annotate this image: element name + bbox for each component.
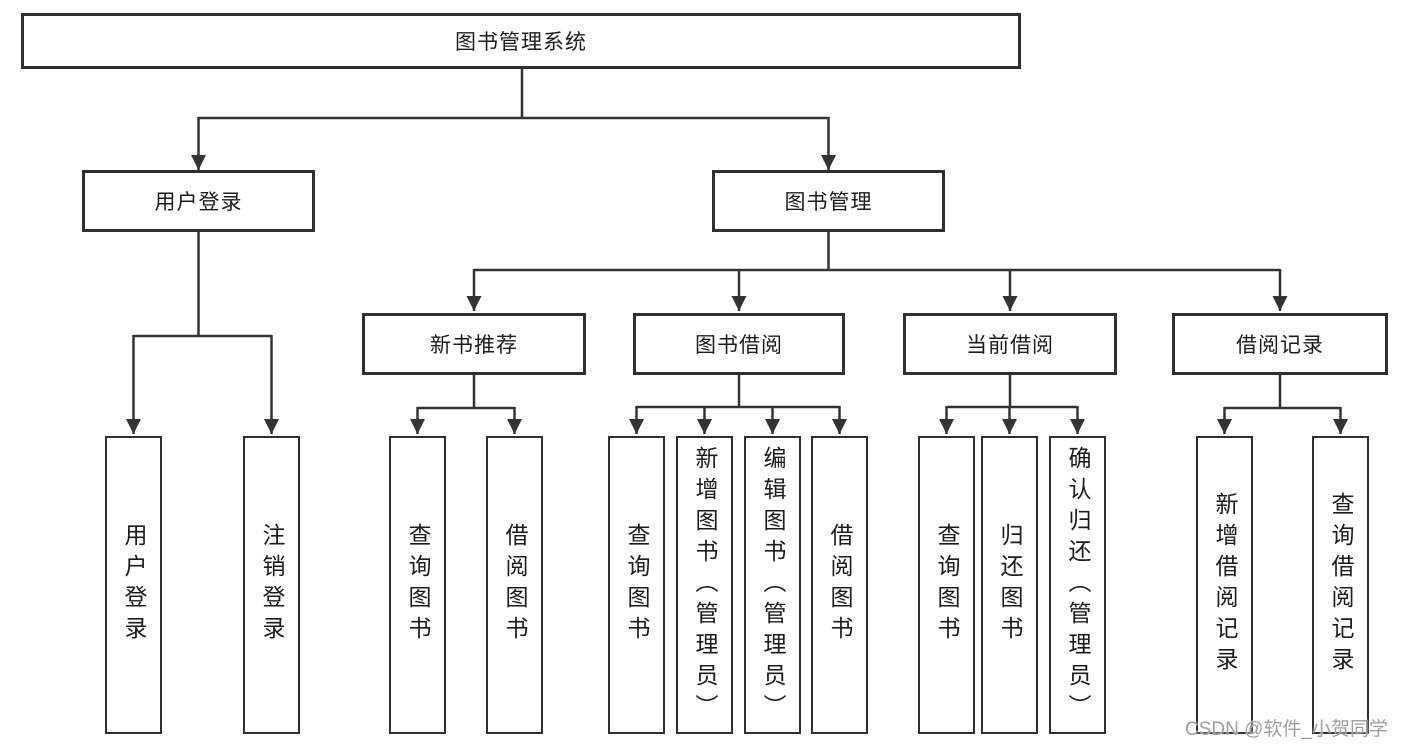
node-label: 归还图书	[997, 523, 1023, 647]
node-label: 借阅图书	[502, 523, 528, 647]
node-user-login: 用户登录	[82, 170, 315, 232]
node-label: 借阅记录	[1236, 334, 1324, 357]
node-query-borrow-record: 查询借阅记录	[1312, 436, 1369, 734]
csdn-watermark: CSDN @软件_小贺同学	[1185, 719, 1388, 740]
node-edit-book-admin: 编辑图书（管理员）	[744, 436, 801, 734]
node-borrow-book-1: 借阅图书	[486, 436, 543, 734]
node-new-book-recommend: 新书推荐	[362, 313, 586, 375]
node-query-book-2: 查询图书	[608, 436, 665, 734]
branch-book-borrowing	[636, 375, 840, 409]
node-label: 注销登录	[259, 523, 285, 647]
node-confirm-return-admin: 确认归还（管理员）	[1049, 436, 1106, 734]
node-book-management: 图书管理	[712, 170, 945, 232]
node-label: 借阅图书	[827, 523, 853, 647]
node-label: 新增图书（管理员）	[692, 445, 718, 725]
node-borrow-book-2: 借阅图书	[811, 436, 868, 734]
node-label: 确认归还（管理员）	[1065, 445, 1091, 725]
node-label: 新增借阅记录	[1212, 492, 1238, 678]
node-label: 图书管理	[784, 191, 873, 214]
node-query-book-1: 查询图书	[389, 436, 446, 734]
node-borrow-records: 借阅记录	[1172, 313, 1388, 375]
node-query-book-3: 查询图书	[918, 436, 975, 734]
node-label: 图书管理系统	[455, 31, 587, 54]
node-add-borrow-record: 新增借阅记录	[1196, 436, 1253, 734]
node-library-management-system: 图书管理系统	[21, 13, 1021, 69]
node-add-book-admin: 新增图书（管理员）	[676, 436, 733, 734]
node-label: 图书借阅	[695, 334, 783, 357]
node-label: 查询借阅记录	[1328, 492, 1354, 678]
branch-borrow-records	[1224, 375, 1341, 410]
node-label: 查询图书	[934, 523, 960, 647]
node-label: 用户登录	[121, 523, 147, 647]
branch-current-borrowing	[946, 375, 1078, 409]
node-return-book: 归还图书	[981, 436, 1038, 734]
branch-new-book-recommend	[417, 375, 515, 410]
node-user-login-action: 用户登录	[105, 436, 162, 734]
node-label: 查询图书	[405, 523, 431, 647]
node-current-borrowing: 当前借阅	[903, 313, 1117, 375]
node-book-borrowing: 图书借阅	[633, 313, 845, 375]
node-label: 查询图书	[624, 523, 650, 647]
node-label: 编辑图书（管理员）	[760, 445, 786, 725]
node-label: 用户登录	[154, 191, 243, 214]
node-logout-action: 注销登录	[243, 436, 300, 734]
node-label: 当前借阅	[966, 334, 1054, 357]
branch-root	[198, 69, 829, 120]
node-label: 新书推荐	[430, 334, 518, 357]
branch-user-login	[133, 232, 272, 338]
branch-book-management	[474, 232, 1280, 272]
